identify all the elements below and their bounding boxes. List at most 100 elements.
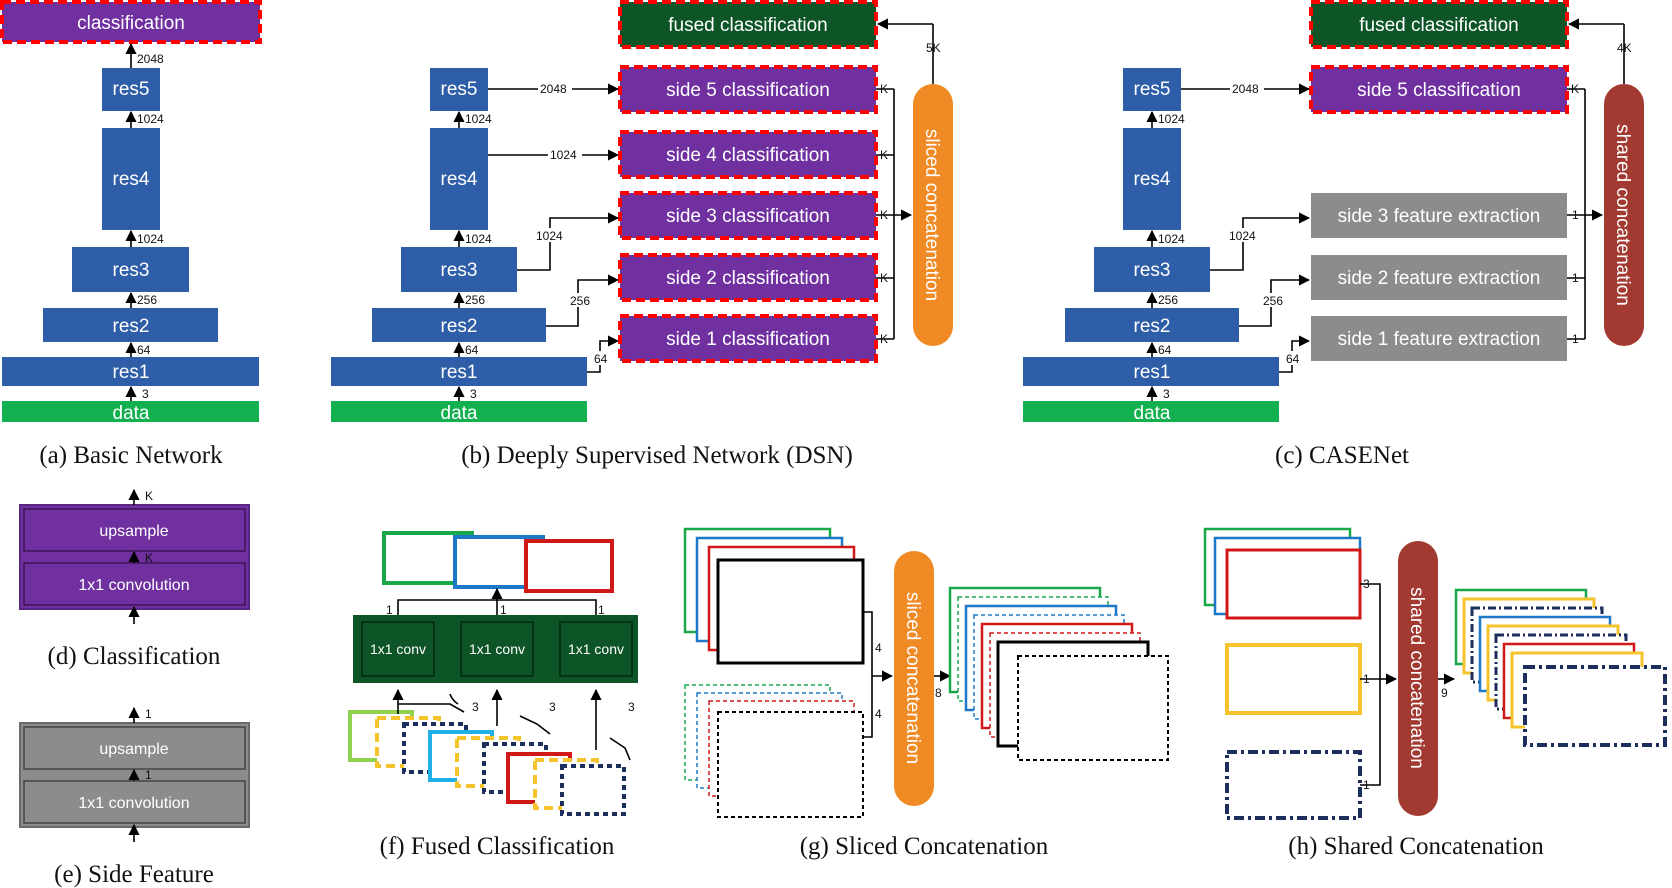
fused-classification-label: fused classification [668,15,827,36]
conv-label: 1x1 conv [469,641,525,657]
res3-label: res3 [1134,260,1171,281]
res4-label: res4 [1134,169,1171,190]
one-label: 1 [1363,672,1370,686]
classification-label: classification [77,13,185,34]
side1-classification-box [618,314,878,363]
dim-label: 1024 [1158,112,1185,126]
k-label: K [880,82,888,96]
side-dim-label: 256 [570,294,590,308]
res5-block [1123,68,1181,111]
panel-casenet: fused classification side 5 classificati… [1023,0,1644,469]
data-label: data [113,403,150,424]
dim-label: 256 [137,293,157,307]
res2-label: res2 [441,316,478,337]
dim-label: 1024 [1158,232,1185,246]
one-label: 1 [1572,208,1579,222]
data-label: data [441,403,478,424]
side4-classification-label: side 4 classification [666,145,830,166]
res1-block [1023,357,1279,386]
dim-label: 3 [470,387,477,401]
caption-b: (b) Deeply Supervised Network (DSN) [461,442,853,469]
panel-shared-concatenation: 3 1 1 shared concatenation 9 (h) Shared … [1203,527,1667,860]
one-label: 1 [598,603,605,617]
k-label: K [145,551,153,565]
k-label: K [880,271,888,285]
sliced-concatenation-label: sliced concatenation [921,129,942,301]
three-label: 3 [628,700,635,714]
data-block [1023,401,1279,422]
conv-label: 1x1 conv [568,641,624,657]
three-label: 3 [549,700,556,714]
data-block [331,401,587,422]
side-dim-label: 1024 [536,229,563,243]
dim-label: 64 [137,343,151,357]
side2-classification-box [618,253,878,302]
panel-dsn: fused classification side 5 classificati… [331,0,953,469]
four-label: 4 [875,707,882,721]
eight-label: 8 [935,686,942,700]
side2-feature-label: side 2 feature extraction [1338,268,1541,289]
side-dim-label: 64 [594,352,608,366]
k-label: K [880,332,888,346]
top-dim-label: 4K [1617,41,1632,55]
dim-label: 64 [1158,343,1172,357]
three-label: 3 [1363,577,1370,591]
res4-label: res4 [441,169,478,190]
res1-block [331,357,587,386]
side5-classification-label: side 5 classification [666,80,830,101]
caption-g: (g) Sliced Concatenation [800,833,1049,860]
dim-label: 256 [1158,293,1178,307]
side1-feature-label: side 1 feature extraction [1338,329,1541,350]
k-label: K [880,148,888,162]
side2-classification-label: side 2 classification [666,268,830,289]
k-label: K [880,208,888,222]
res4-block [430,128,488,230]
shared-concatenation-block [1604,84,1644,346]
top-dim-label: 5K [926,41,941,55]
caption-d: (d) Classification [48,643,221,670]
res5-block [102,68,160,111]
side-dim-label: 256 [1263,294,1283,308]
side3-feature-box [1311,193,1567,238]
dim-label: 1024 [137,112,164,126]
nine-label: 9 [1441,686,1448,700]
panel-basic-network: classification 2048 res5 1024 res4 1024 … [0,0,262,469]
res3-block [401,247,517,292]
res3-label: res3 [113,260,150,281]
fused-conv-block [353,615,638,683]
dim-label: 256 [465,293,485,307]
res3-block [72,247,189,292]
res5-label: res5 [441,79,478,100]
side-dim-label: 2048 [1232,82,1259,96]
dim-label: 3 [1163,387,1170,401]
one-label: 1 [386,603,393,617]
conv-label: 1x1 convolution [78,577,189,594]
panel-sliced-concatenation: 4 4 sliced concatenation 8 (g) Sliced Co… [683,527,1169,860]
classification-box [0,0,262,44]
side-dim-label: 64 [1286,352,1300,366]
k-label: K [145,489,153,503]
one-label: 1 [1572,332,1579,346]
panel-fused-classification: 1x1 conv 1x1 conv 1x1 conv 1 1 1 3 3 3 (… [348,531,638,860]
res4-label: res4 [113,169,150,190]
panel-classification-module: upsample 1x1 convolution K K (d) Classif… [19,488,250,670]
side1-classification-label: side 1 classification [666,329,830,350]
res2-label: res2 [1134,316,1171,337]
output-map-red [524,539,614,593]
side5-classification-label: side 5 classification [1357,80,1521,101]
caption-f: (f) Fused Classification [380,833,615,860]
side-dim-label: 2048 [540,82,567,96]
sliced-concatenation-label: sliced concatenation [902,592,923,764]
side2-feature-box [1311,255,1567,300]
upsample-label: upsample [99,741,168,758]
res3-block [1094,247,1210,292]
data-label: data [1134,403,1171,424]
fused-classification-label: fused classification [1359,15,1518,36]
side4-classification-box [618,130,878,179]
dim-label: 3 [142,387,149,401]
conv-label: 1x1 conv [370,641,426,657]
caption-h: (h) Shared Concatenation [1288,833,1544,860]
res1-label: res1 [113,362,150,383]
dim-label: 1024 [465,232,492,246]
